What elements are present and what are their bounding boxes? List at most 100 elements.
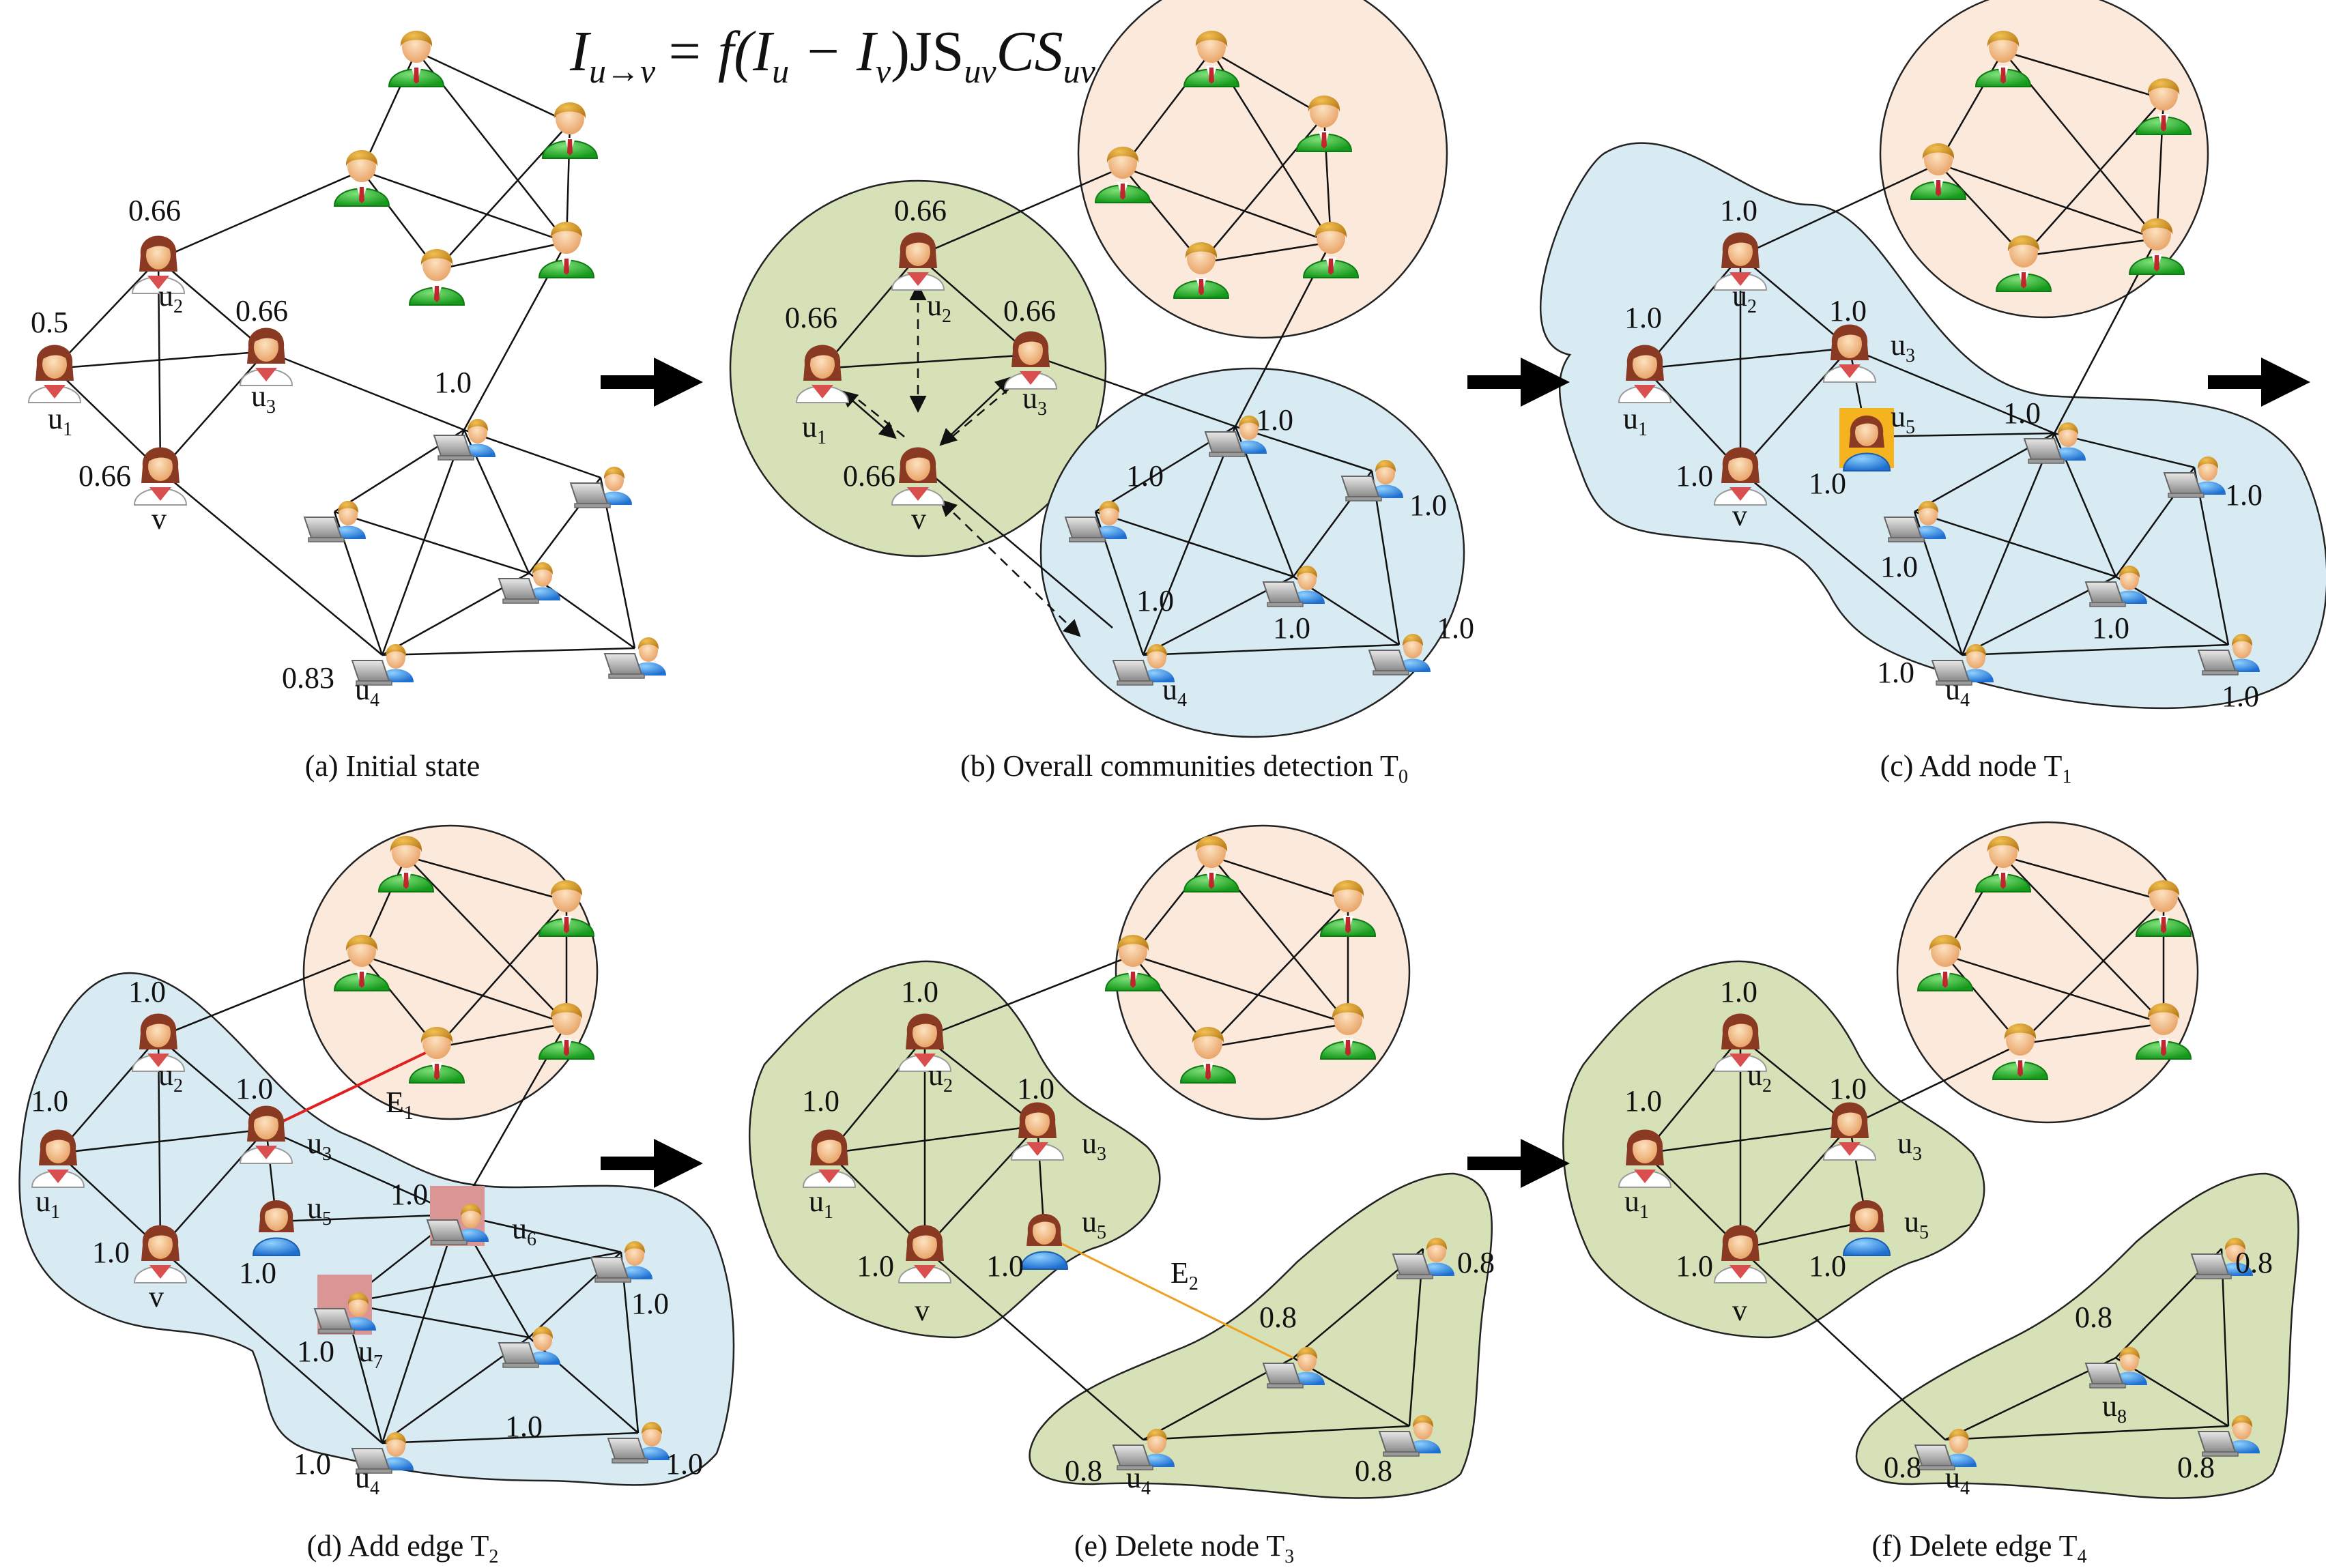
network-edge — [1211, 855, 1349, 902]
network-edge — [463, 429, 601, 479]
node-label: 1.0 — [1676, 459, 1713, 493]
network-edge — [265, 1128, 458, 1216]
node-label: 0.5 — [31, 306, 68, 339]
network-edge — [382, 1432, 639, 1444]
network-edge — [1142, 426, 1237, 656]
network-edge — [1644, 1152, 1741, 1249]
network-edge — [1207, 1022, 1349, 1049]
node-label: 1.0 — [1880, 550, 1918, 583]
node-label: u3 — [1022, 381, 1047, 420]
node-label: u4 — [1126, 1461, 1151, 1499]
node-label: u7 — [358, 1335, 383, 1373]
network-edge — [1938, 162, 2157, 240]
node-label: u2 — [1732, 279, 1757, 317]
network-edge — [160, 1248, 383, 1444]
network-edge — [158, 1036, 267, 1130]
network-edge — [1122, 50, 1212, 168]
network-edge — [1122, 166, 1202, 263]
node-label: 0.66 — [128, 194, 181, 227]
network-edge — [829, 1124, 1038, 1155]
network-edge — [1740, 1036, 1850, 1127]
network-edge — [1914, 510, 2116, 578]
node-label: 1.0 — [802, 1084, 839, 1118]
network-edge — [917, 255, 1031, 355]
node-label: u1 — [1624, 1185, 1649, 1223]
network-edge — [1849, 1043, 2021, 1127]
node-label: u1 — [802, 410, 827, 448]
formula-minus: − I — [789, 20, 878, 83]
network-edge — [57, 1152, 161, 1249]
network-edge — [2002, 856, 2164, 1024]
edge-label-e2: E2 — [1171, 1256, 1198, 1294]
laptop-user-icon — [604, 637, 667, 679]
network-edge — [1962, 643, 2229, 656]
network-edge — [54, 350, 267, 370]
male-user-icon — [539, 221, 594, 278]
caption-f: (f) Delete edge T4 — [1872, 1529, 2087, 1567]
node-label: 1.0 — [857, 1249, 894, 1283]
formula-lhs: I — [569, 20, 592, 83]
network-edge — [2020, 1022, 2164, 1045]
node-label: 1.0 — [1437, 611, 1474, 645]
network-edge — [1938, 163, 2024, 257]
node-label: 0.66 — [1003, 294, 1056, 328]
node-label: v — [915, 1294, 930, 1327]
node-label: v — [1732, 499, 1747, 532]
caption-c: (c) Add node T1 — [1880, 749, 2072, 787]
node-label: u4 — [1162, 673, 1187, 711]
network-edge — [344, 1251, 622, 1305]
network-edge — [405, 856, 567, 1024]
node-label: 1.0 — [297, 1335, 334, 1368]
node-label: 1.0 — [665, 1447, 703, 1481]
node-label: 0.8 — [2177, 1451, 2215, 1484]
network-edge — [361, 170, 437, 270]
node-label: u5 — [1891, 400, 1915, 438]
network-edge — [1740, 1220, 1867, 1250]
node-label: 1.0 — [1720, 194, 1757, 227]
node-label: 1.0 — [1809, 1249, 1846, 1283]
node-label: v — [149, 1280, 164, 1313]
community-region-green — [1029, 1172, 1493, 1499]
node-label: u6 — [512, 1212, 536, 1250]
network-edge — [1143, 1425, 1410, 1441]
node-label: u2 — [158, 279, 183, 317]
node-label: 1.0 — [1126, 459, 1164, 493]
network-edge — [1849, 347, 2055, 435]
node-label: 0.8 — [1884, 1451, 1921, 1484]
network-edge — [160, 1129, 267, 1249]
network-edge — [1644, 347, 1850, 370]
caption-d: (d) Add edge T2 — [307, 1529, 499, 1567]
network-edge — [1143, 643, 1400, 656]
node-label: u1 — [35, 1185, 60, 1223]
network-edge — [2020, 900, 2164, 1045]
network-edge — [405, 855, 567, 902]
network-edge — [416, 50, 571, 124]
community-region-orange — [1896, 821, 2199, 1124]
network-edge — [157, 1036, 162, 1249]
node-label: 0.66 — [843, 459, 895, 493]
female-user-icon — [134, 446, 187, 506]
network-edge — [344, 1302, 530, 1339]
network-edge — [1961, 433, 2056, 656]
network-edge — [924, 954, 1134, 1039]
node-label: 1.0 — [31, 1084, 68, 1118]
network-edge — [54, 259, 159, 369]
network-edge — [54, 368, 161, 471]
caption-b: (b) Overall communities detection T0 — [960, 749, 1408, 787]
influence-arrow — [939, 376, 1013, 446]
community-region-orange — [1879, 0, 2209, 319]
network-edge — [924, 1248, 1144, 1440]
node-label: 0.8 — [1457, 1246, 1495, 1279]
network-edge — [158, 954, 362, 1039]
network-edge — [160, 470, 383, 656]
node-label: 1.0 — [2225, 478, 2263, 512]
node-label: u5 — [1904, 1205, 1929, 1243]
formula-rhs: = f(I — [665, 20, 775, 83]
node-label: u2 — [1747, 1058, 1772, 1097]
laptop-user-icon — [570, 466, 633, 508]
node-label: v — [911, 502, 926, 536]
node-label: 1.0 — [92, 1236, 130, 1269]
network-edge — [1944, 1356, 2116, 1441]
node-label: 1.0 — [1720, 975, 1757, 1008]
